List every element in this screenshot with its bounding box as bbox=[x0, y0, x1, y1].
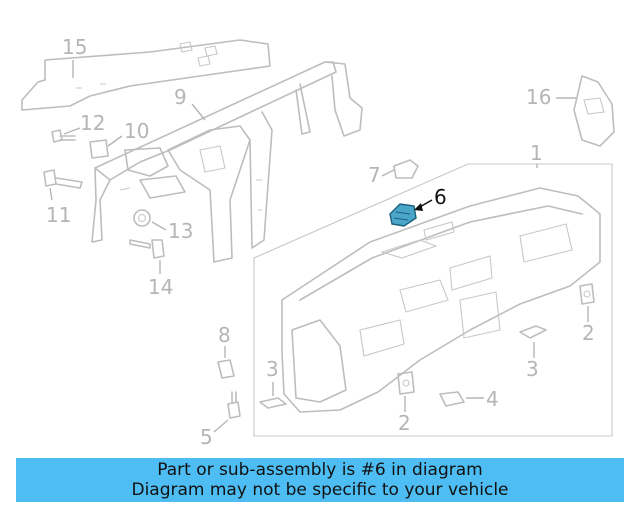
part-16-side-cover bbox=[573, 75, 615, 147]
part-1-instrument-panel bbox=[253, 163, 613, 437]
callout-3-left: 3 bbox=[266, 357, 279, 396]
callout-4: 4 bbox=[466, 387, 499, 411]
callout-16: 16 bbox=[526, 85, 576, 109]
part-13-nut bbox=[133, 209, 151, 227]
part-6-highlighted bbox=[389, 203, 417, 227]
part-3-pad-left bbox=[259, 397, 287, 409]
callout-11: 11 bbox=[46, 187, 71, 227]
svg-text:10: 10 bbox=[124, 119, 149, 143]
callout-8: 8 bbox=[218, 323, 231, 358]
part-2-clip-bottom bbox=[397, 371, 415, 395]
callout-6: 6 bbox=[414, 185, 447, 211]
part-9-steering-support-beam bbox=[91, 61, 363, 263]
svg-text:9: 9 bbox=[174, 85, 187, 109]
part-15-reinforcement-plate bbox=[21, 39, 271, 111]
svg-text:6: 6 bbox=[434, 185, 447, 209]
callout-2-right: 2 bbox=[582, 306, 595, 345]
callout-9: 9 bbox=[174, 85, 206, 121]
parts-diagram: 15 9 12 10 11 bbox=[21, 35, 615, 449]
svg-text:14: 14 bbox=[148, 275, 173, 299]
part-4-pad bbox=[439, 391, 465, 407]
part-2-clip-right bbox=[579, 283, 595, 305]
svg-text:8: 8 bbox=[218, 323, 231, 347]
part-14-bolt bbox=[129, 239, 165, 259]
callout-2-bottom: 2 bbox=[398, 396, 411, 435]
svg-text:15: 15 bbox=[62, 35, 87, 59]
callout-12: 12 bbox=[63, 111, 105, 135]
svg-text:1: 1 bbox=[530, 141, 543, 165]
part-8-clip bbox=[217, 359, 235, 379]
svg-text:2: 2 bbox=[582, 321, 595, 345]
callout-13: 13 bbox=[151, 219, 193, 243]
info-banner: Part or sub-assembly is #6 in diagram Di… bbox=[16, 458, 624, 502]
svg-text:2: 2 bbox=[398, 411, 411, 435]
svg-text:3: 3 bbox=[266, 357, 279, 381]
svg-text:13: 13 bbox=[168, 219, 193, 243]
callout-10: 10 bbox=[107, 119, 149, 147]
banner-line-2: Diagram may not be specific to your vehi… bbox=[131, 480, 509, 500]
part-7-bracket bbox=[393, 159, 419, 179]
svg-text:16: 16 bbox=[526, 85, 551, 109]
callout-5: 5 bbox=[200, 419, 229, 449]
svg-text:12: 12 bbox=[80, 111, 105, 135]
callout-1: 1 bbox=[530, 141, 543, 168]
part-11-bolt bbox=[43, 169, 83, 189]
callout-14: 14 bbox=[148, 260, 173, 299]
callout-7: 7 bbox=[368, 163, 395, 187]
svg-text:11: 11 bbox=[46, 203, 71, 227]
part-5-screw bbox=[227, 391, 241, 419]
callout-3-right: 3 bbox=[526, 342, 539, 381]
svg-text:4: 4 bbox=[486, 387, 499, 411]
banner-line-1: Part or sub-assembly is #6 in diagram bbox=[157, 460, 483, 480]
svg-text:3: 3 bbox=[526, 357, 539, 381]
part-10-clip bbox=[89, 139, 109, 159]
part-3-pad-right bbox=[519, 325, 547, 339]
svg-text:7: 7 bbox=[368, 163, 381, 187]
callout-15: 15 bbox=[62, 35, 87, 78]
part-12-bolt bbox=[51, 129, 76, 143]
svg-text:5: 5 bbox=[200, 425, 213, 449]
